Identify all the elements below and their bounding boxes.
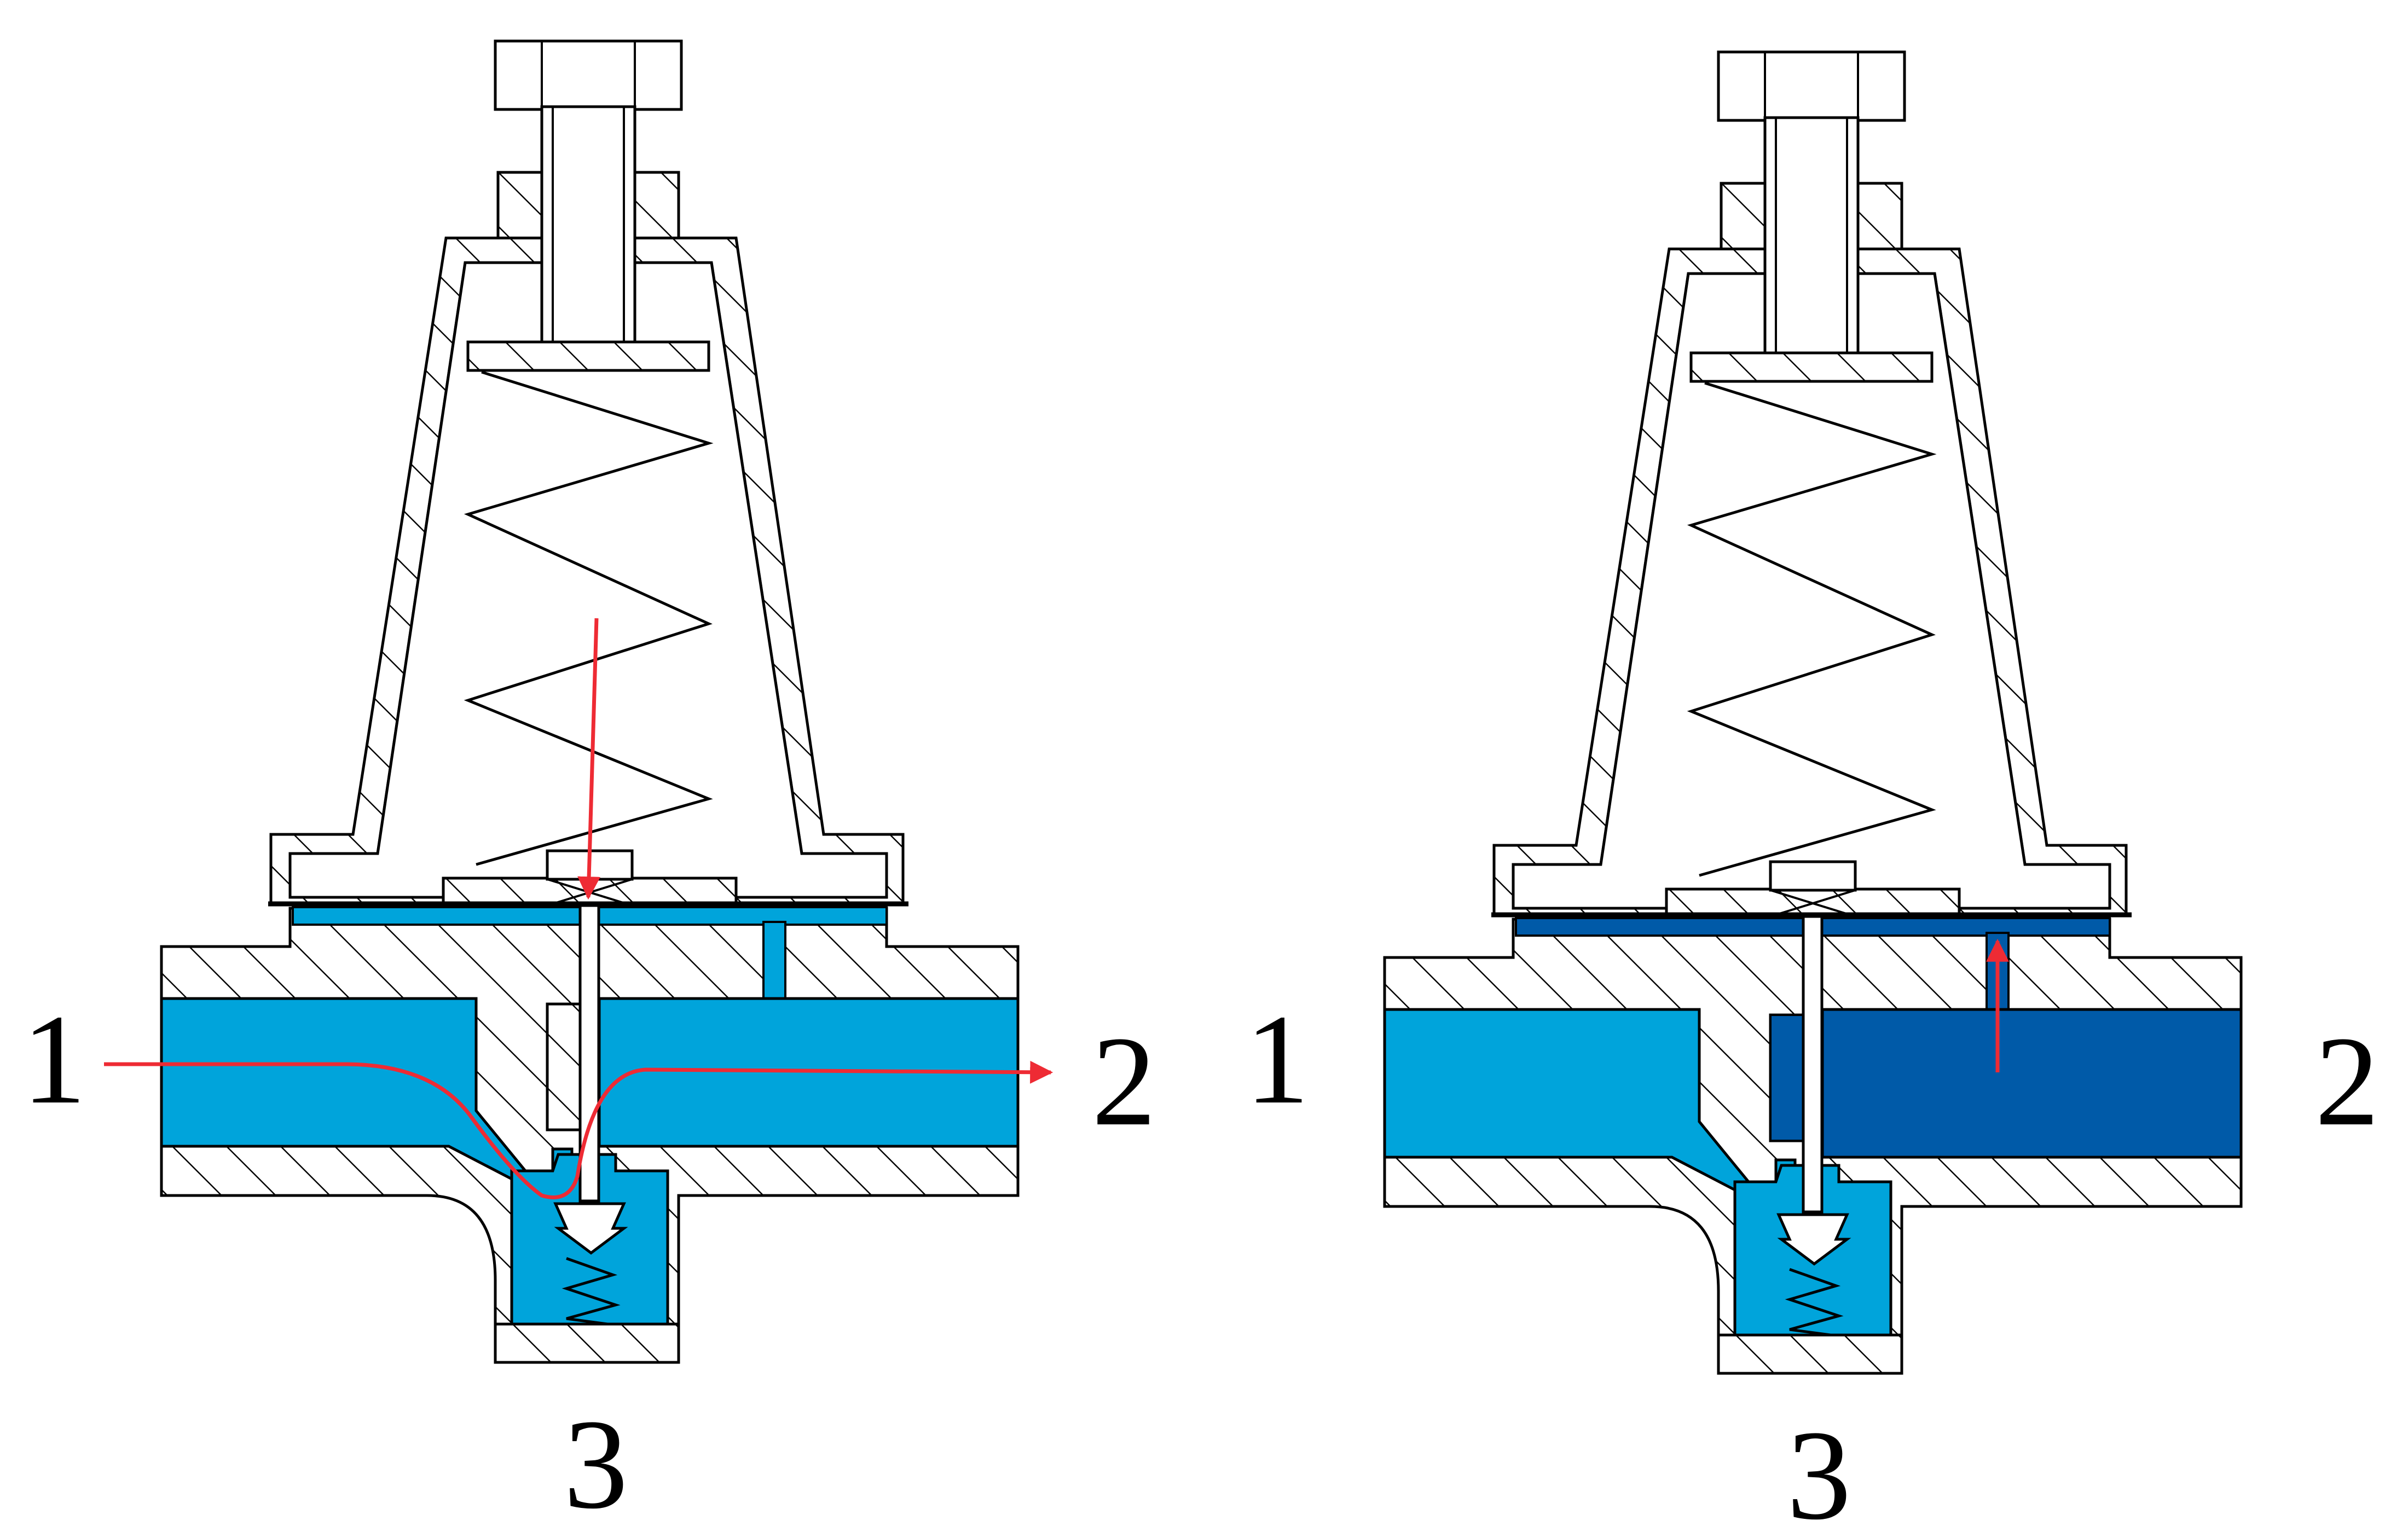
- spring-chamber: [288, 261, 888, 899]
- inlet-passage: [1383, 1008, 1797, 1194]
- label-inlet: 1: [1245, 988, 1310, 1130]
- label-bottom: 3: [564, 1393, 628, 1535]
- main-spring: [464, 370, 714, 866]
- spring-force-arrow: [577, 618, 601, 900]
- spring-plate-top: [1689, 351, 1934, 383]
- outlet-passage: [1821, 1008, 2243, 1159]
- flow-arrow: [104, 1060, 1054, 1199]
- label-outlet: 2: [2315, 1010, 2380, 1152]
- return-spring: [562, 1257, 621, 1326]
- regulator-open-state: 1 2 3: [22, 39, 1156, 1535]
- regulator-closed-state: 1 2 3: [1245, 50, 2380, 1538]
- label-inlet: 1: [22, 988, 86, 1130]
- main-spring: [1687, 381, 1937, 877]
- label-outlet: 2: [1092, 1010, 1156, 1152]
- valve-poppet: [1776, 1213, 1851, 1266]
- bolt-head: [1717, 50, 1906, 122]
- label-bottom: 3: [1787, 1404, 1851, 1538]
- valve-stem: [1802, 915, 1824, 1214]
- return-spring: [1785, 1268, 1844, 1337]
- spring-plate-top: [466, 340, 710, 372]
- sensing-passage: [762, 921, 786, 1000]
- bottom-plug: [494, 1322, 680, 1364]
- valve-poppet: [553, 1202, 628, 1255]
- adjusting-screw: [540, 105, 636, 344]
- bolt-head: [494, 39, 683, 111]
- adjusting-screw: [1763, 116, 1860, 355]
- inlet-passage: [160, 997, 574, 1183]
- bottom-plug: [1717, 1333, 1903, 1375]
- spring-chamber: [1512, 272, 2111, 910]
